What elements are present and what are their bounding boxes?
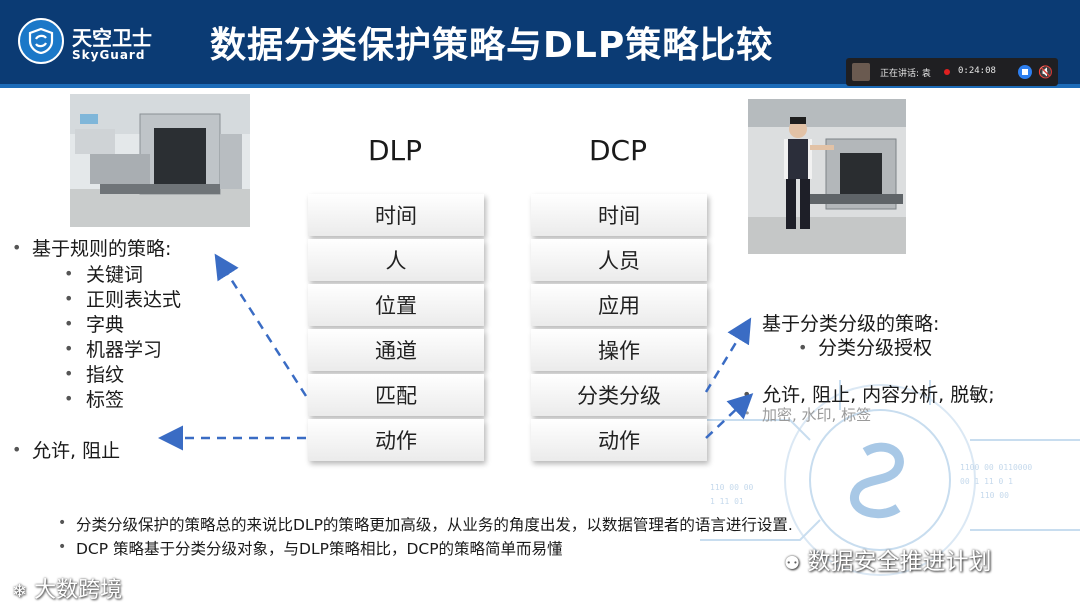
dcp-item-application: 应用 [531, 284, 707, 326]
bullet: • [12, 440, 22, 459]
rule-item-regex: 正则表达式 [86, 289, 182, 311]
svg-text:110 00 00: 110 00 00 [710, 483, 754, 492]
rule-item-keyword: 关键词 [86, 264, 144, 286]
dcp-action-text: 允许, 阻止, 内容分析, 脱敏; [762, 384, 995, 406]
shield-icon [28, 28, 54, 54]
bullet: • [64, 364, 74, 383]
dlp-item-action: 动作 [308, 419, 484, 461]
speaker-avatar [852, 63, 870, 81]
arrow-match-to-rules [214, 253, 308, 397]
slide-title: 数据分类保护策略与DLP策略比较 [210, 25, 774, 66]
bullet: • [64, 264, 74, 283]
dcp-item-operation: 操作 [531, 329, 707, 371]
rule-item-fingerprint: 指纹 [86, 364, 125, 386]
meeting-control-bar: 正在讲话: 袁 0:24:08 🔇 [846, 58, 1058, 86]
source-logo-icon: ❄ [12, 581, 28, 602]
slide-header: 天空卫士 SkyGuard 数据分类保护策略与DLP策略比较 [0, 0, 1080, 88]
bullet: • [798, 338, 808, 357]
dlp-item-match: 匹配 [308, 374, 484, 416]
wechat-watermark: ⚉ 数据安全推进计划 [784, 542, 991, 576]
arrow-action-to-dcp-actions [705, 393, 754, 439]
classification-policy-title: 基于分类分级的策略: [762, 313, 940, 335]
svg-text:1 11 01: 1 11 01 [710, 497, 744, 506]
brand-name-en: SkyGuard [72, 48, 146, 62]
bullet: • [12, 238, 22, 257]
mic-muted-icon[interactable]: 🔇 [1038, 65, 1053, 79]
bullet: • [64, 289, 74, 308]
source-watermark: ❄ 大数跨境 [12, 572, 122, 604]
svg-text:1100 00 0110000: 1100 00 0110000 [960, 463, 1032, 472]
dlp-item-channel: 通道 [308, 329, 484, 371]
note-2: DCP 策略基于分类分级对象，与DLP策略相比，DCP的策略简单而易懂 [76, 540, 563, 558]
rule-item-dictionary: 字典 [86, 314, 125, 336]
rule-based-policy-title: 基于规则的策略: [32, 238, 172, 260]
dcp-item-time: 时间 [531, 194, 707, 236]
source-watermark-text: 大数跨境 [34, 578, 123, 603]
dlp-item-person: 人 [308, 239, 484, 281]
dcp-item-classification: 分类分级 [531, 374, 707, 416]
dcp-heading: DCP [589, 134, 647, 167]
dlp-item-time: 时间 [308, 194, 484, 236]
wechat-icon: ⚉ [784, 553, 801, 574]
xray-scanner-photo [70, 94, 250, 227]
bullet: • [64, 339, 74, 358]
bullet: • [58, 539, 67, 555]
classification-item-authorization: 分类分级授权 [818, 337, 933, 359]
dlp-item-location: 位置 [308, 284, 484, 326]
dcp-item-action: 动作 [531, 419, 707, 461]
svg-text:110 00: 110 00 [980, 491, 1009, 500]
recording-timer: 0:24:08 [958, 66, 996, 76]
dlp-action-text: 允许, 阻止 [32, 440, 121, 462]
dlp-heading: DLP [367, 134, 423, 167]
rule-item-machine-learning: 机器学习 [86, 339, 163, 361]
bullet: • [64, 389, 74, 408]
bullet: • [64, 314, 74, 333]
rule-item-label: 标签 [86, 389, 125, 411]
speaking-label: 正在讲话: 袁 [880, 69, 931, 79]
arrow-classification-to-policy [704, 317, 752, 393]
security-officer-photo [748, 99, 906, 254]
brand-name-cn: 天空卫士 [72, 26, 152, 50]
dcp-item-personnel: 人员 [531, 239, 707, 281]
skyguard-logo [18, 18, 64, 64]
dcp-action-subtext: 加密, 水印, 标签 [762, 406, 872, 424]
bullet: • [58, 515, 67, 531]
wechat-watermark-text: 数据安全推进计划 [807, 549, 992, 575]
recording-icon [944, 69, 950, 75]
stop-recording-button[interactable] [1018, 65, 1032, 79]
svg-text:00 1 11 0 1: 00 1 11 0 1 [960, 477, 1013, 486]
circuit-background-graphic: 1100 00 0110000 00 1 11 0 1 110 00 110 0… [700, 380, 1080, 576]
note-1: 分类分级保护的策略总的来说比DLP的策略更加高级，从业务的角度出发，以数据管理者… [76, 516, 793, 534]
